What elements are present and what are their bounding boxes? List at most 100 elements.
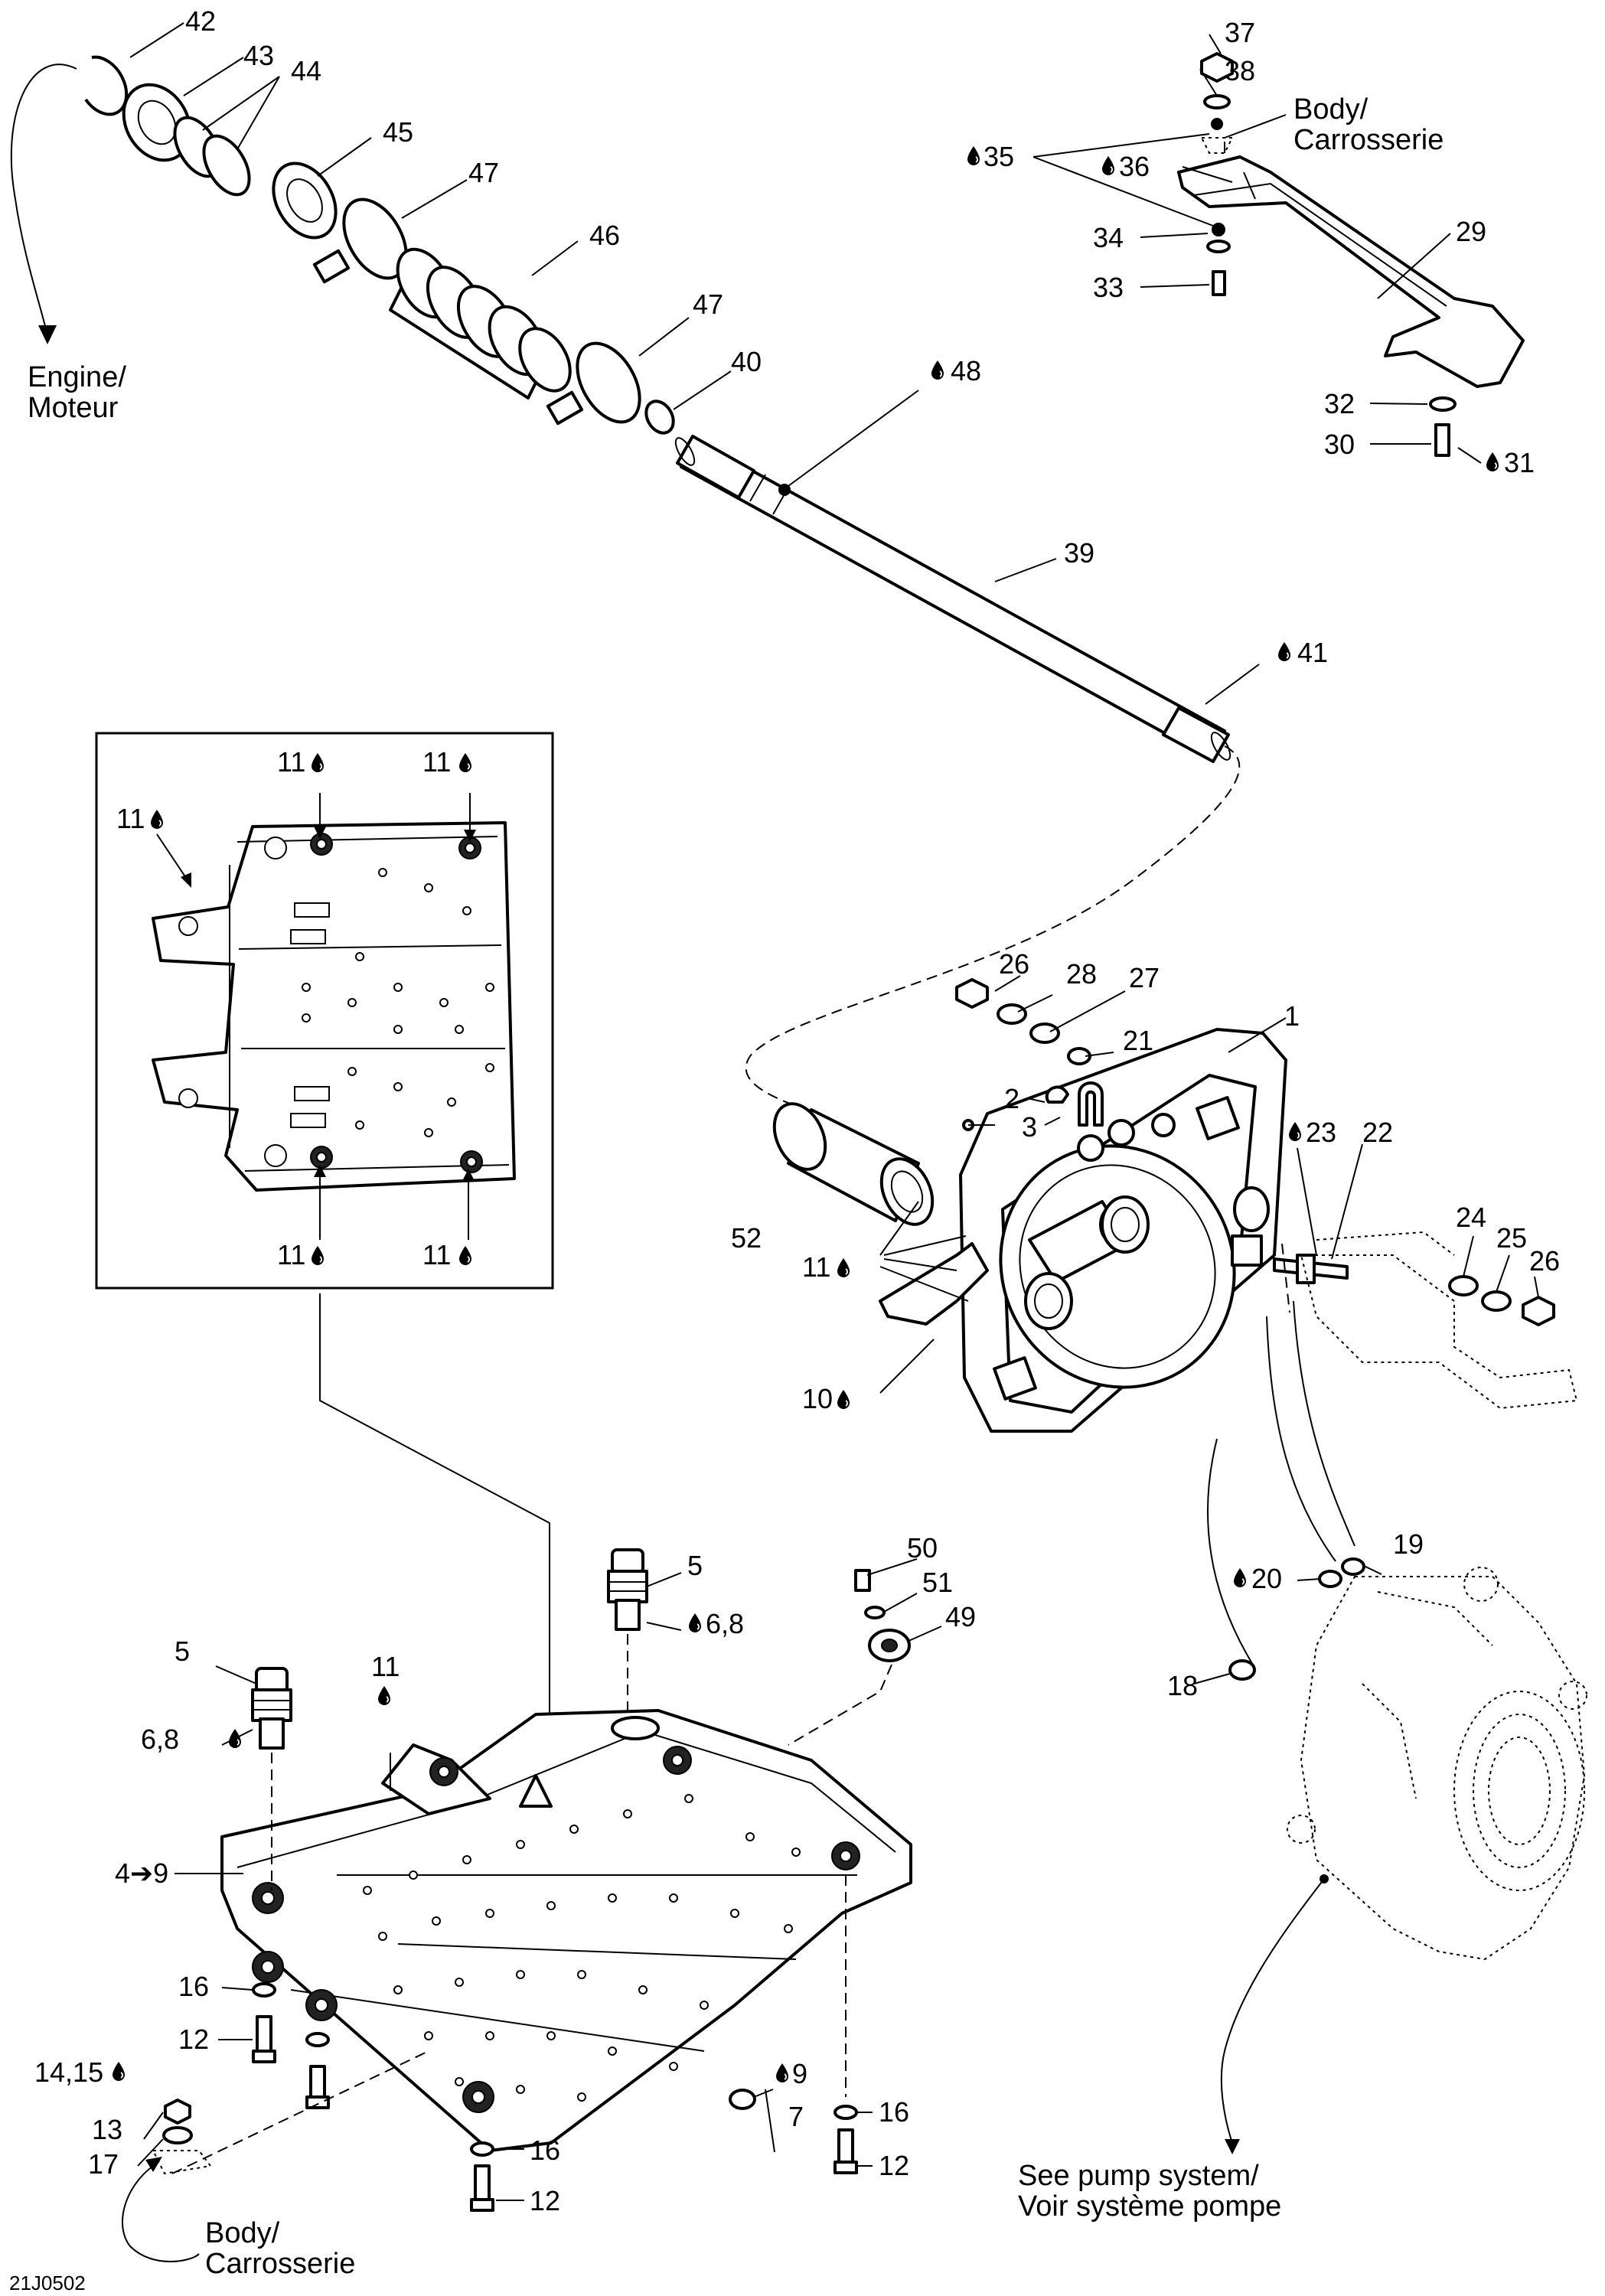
label-12a: 12 (178, 2024, 209, 2055)
label-28: 28 (1066, 958, 1097, 990)
part-16-washer-c (833, 2105, 858, 2120)
part-30-screw (1434, 423, 1450, 457)
part-27-washer (1029, 1022, 1060, 1044)
part-5-fitting-a (251, 1667, 292, 1750)
label-11-box-l: 11 (116, 803, 145, 834)
part-37-nut (1200, 52, 1234, 83)
label-24: 24 (1456, 1202, 1486, 1233)
part-29-support (1177, 155, 1525, 388)
label-49: 49 (945, 1601, 976, 1632)
part-50-screw (854, 1569, 871, 1592)
part-7-plug (729, 2089, 756, 2110)
label-14-15: 14,15 (34, 2056, 103, 2088)
part-13-nut (164, 2099, 191, 2125)
label-40: 40 (731, 346, 762, 377)
shaft-to-housing-dashed (745, 745, 1241, 1107)
engine-arrow-icon (38, 325, 57, 344)
label-47a: 47 (468, 157, 499, 188)
part-34 (1212, 223, 1225, 236)
inset-frame (95, 732, 554, 1290)
part-24-washer (1448, 1275, 1479, 1296)
part-19-washer (1341, 1557, 1365, 1576)
part-1-housing (879, 1028, 1287, 1433)
drop-icon-48 (931, 360, 944, 380)
body-bottom-line1: Body/ (205, 2217, 280, 2249)
inset-plate-outline (152, 821, 516, 1192)
engine-label-line2: Moteur (28, 392, 119, 424)
drop-icon-11-housing (837, 1257, 850, 1278)
part-16-washer-a (252, 1982, 276, 1998)
label-12c: 12 (879, 2150, 909, 2181)
label-9: 9 (792, 2058, 807, 2089)
label-5b: 5 (687, 1550, 703, 1581)
part-38-washer (1203, 94, 1231, 109)
label-16c: 16 (879, 2096, 909, 2128)
body-arrow-icon (145, 2157, 162, 2172)
label-21: 21 (1123, 1025, 1153, 1056)
label-41: 41 (1297, 637, 1328, 668)
drop-icon-36 (1101, 155, 1115, 176)
label-16b: 16 (530, 2135, 560, 2166)
drop-icon-41 (1277, 641, 1291, 662)
label-51: 51 (922, 1567, 953, 1598)
label-23: 23 (1306, 1117, 1336, 1148)
drop-icon-23 (1288, 1121, 1302, 1142)
part-52-sleeve (772, 1102, 935, 1226)
part-20-washer (1318, 1570, 1342, 1588)
part-12-screw-a (256, 2015, 272, 2056)
label-11-box-bl: 11 (277, 1239, 305, 1270)
engine-pointer-line (10, 64, 77, 330)
pump-note-line2: Voir système pompe (1018, 2190, 1281, 2223)
label-37: 37 (1225, 17, 1255, 48)
label-11-box-tr: 11 (422, 746, 451, 778)
label-26b: 26 (1529, 1245, 1560, 1277)
part-32-washer (1429, 396, 1457, 412)
part-25-washer (1481, 1290, 1512, 1312)
part-45-seal (272, 161, 338, 240)
label-44: 44 (291, 55, 321, 86)
label-43: 43 (243, 40, 274, 71)
label-3: 3 (1022, 1111, 1037, 1143)
label-25: 25 (1496, 1222, 1527, 1254)
label-48: 48 (951, 355, 981, 386)
housing-hardware (955, 978, 1578, 1410)
drop-icon-11-box-l (150, 809, 164, 830)
label-17: 17 (88, 2148, 119, 2180)
label-6-8b: 6,8 (706, 1608, 744, 1639)
drop-icon-14-15 (112, 2061, 126, 2082)
label-52: 52 (731, 1222, 762, 1254)
label-12b: 12 (530, 2185, 560, 2216)
label-5a: 5 (175, 1636, 190, 1667)
label-6-8a: 6,8 (141, 1724, 179, 1755)
part-40-spacer (644, 400, 675, 435)
part-39-drive-shaft (674, 435, 1231, 763)
label-32: 32 (1324, 388, 1355, 419)
label-31: 31 (1504, 447, 1535, 478)
leader-lines (129, 22, 1539, 2201)
label-1: 1 (1284, 1000, 1300, 1032)
engine-label-line1: Engine/ (28, 361, 126, 393)
jet-pump-reference (1220, 1557, 1587, 2154)
part-33-screw (1212, 270, 1226, 296)
part-43-ring (122, 83, 192, 162)
drop-icon-11-box-tr (458, 752, 472, 773)
label-7: 7 (788, 2101, 804, 2132)
label-10: 10 (802, 1383, 833, 1414)
label-34: 34 (1093, 222, 1124, 253)
part-47-clamp-a (342, 197, 408, 280)
callout-labels: 42 43 44 45 47 46 47 40 48 39 41 Engine/… (9, 5, 1560, 2294)
drop-icon-11-box-br (458, 1245, 472, 1266)
drop-icon-31 (1486, 452, 1499, 472)
part-26-nut-a (955, 978, 989, 1009)
part-2-hose (1078, 1081, 1104, 1127)
body-top-line1: Body/ (1293, 93, 1368, 126)
housing-to-pump-lines (1207, 1243, 1355, 1669)
label-11-box-br: 11 (422, 1239, 451, 1270)
label-33: 33 (1093, 272, 1124, 303)
lube-point (778, 484, 791, 496)
drop-icon-10 (837, 1389, 850, 1410)
label-39: 39 (1064, 537, 1094, 569)
drop-icon-11-box-bl (311, 1245, 325, 1266)
label-27: 27 (1129, 962, 1160, 993)
body-top-line2: Carrosserie (1293, 124, 1444, 156)
